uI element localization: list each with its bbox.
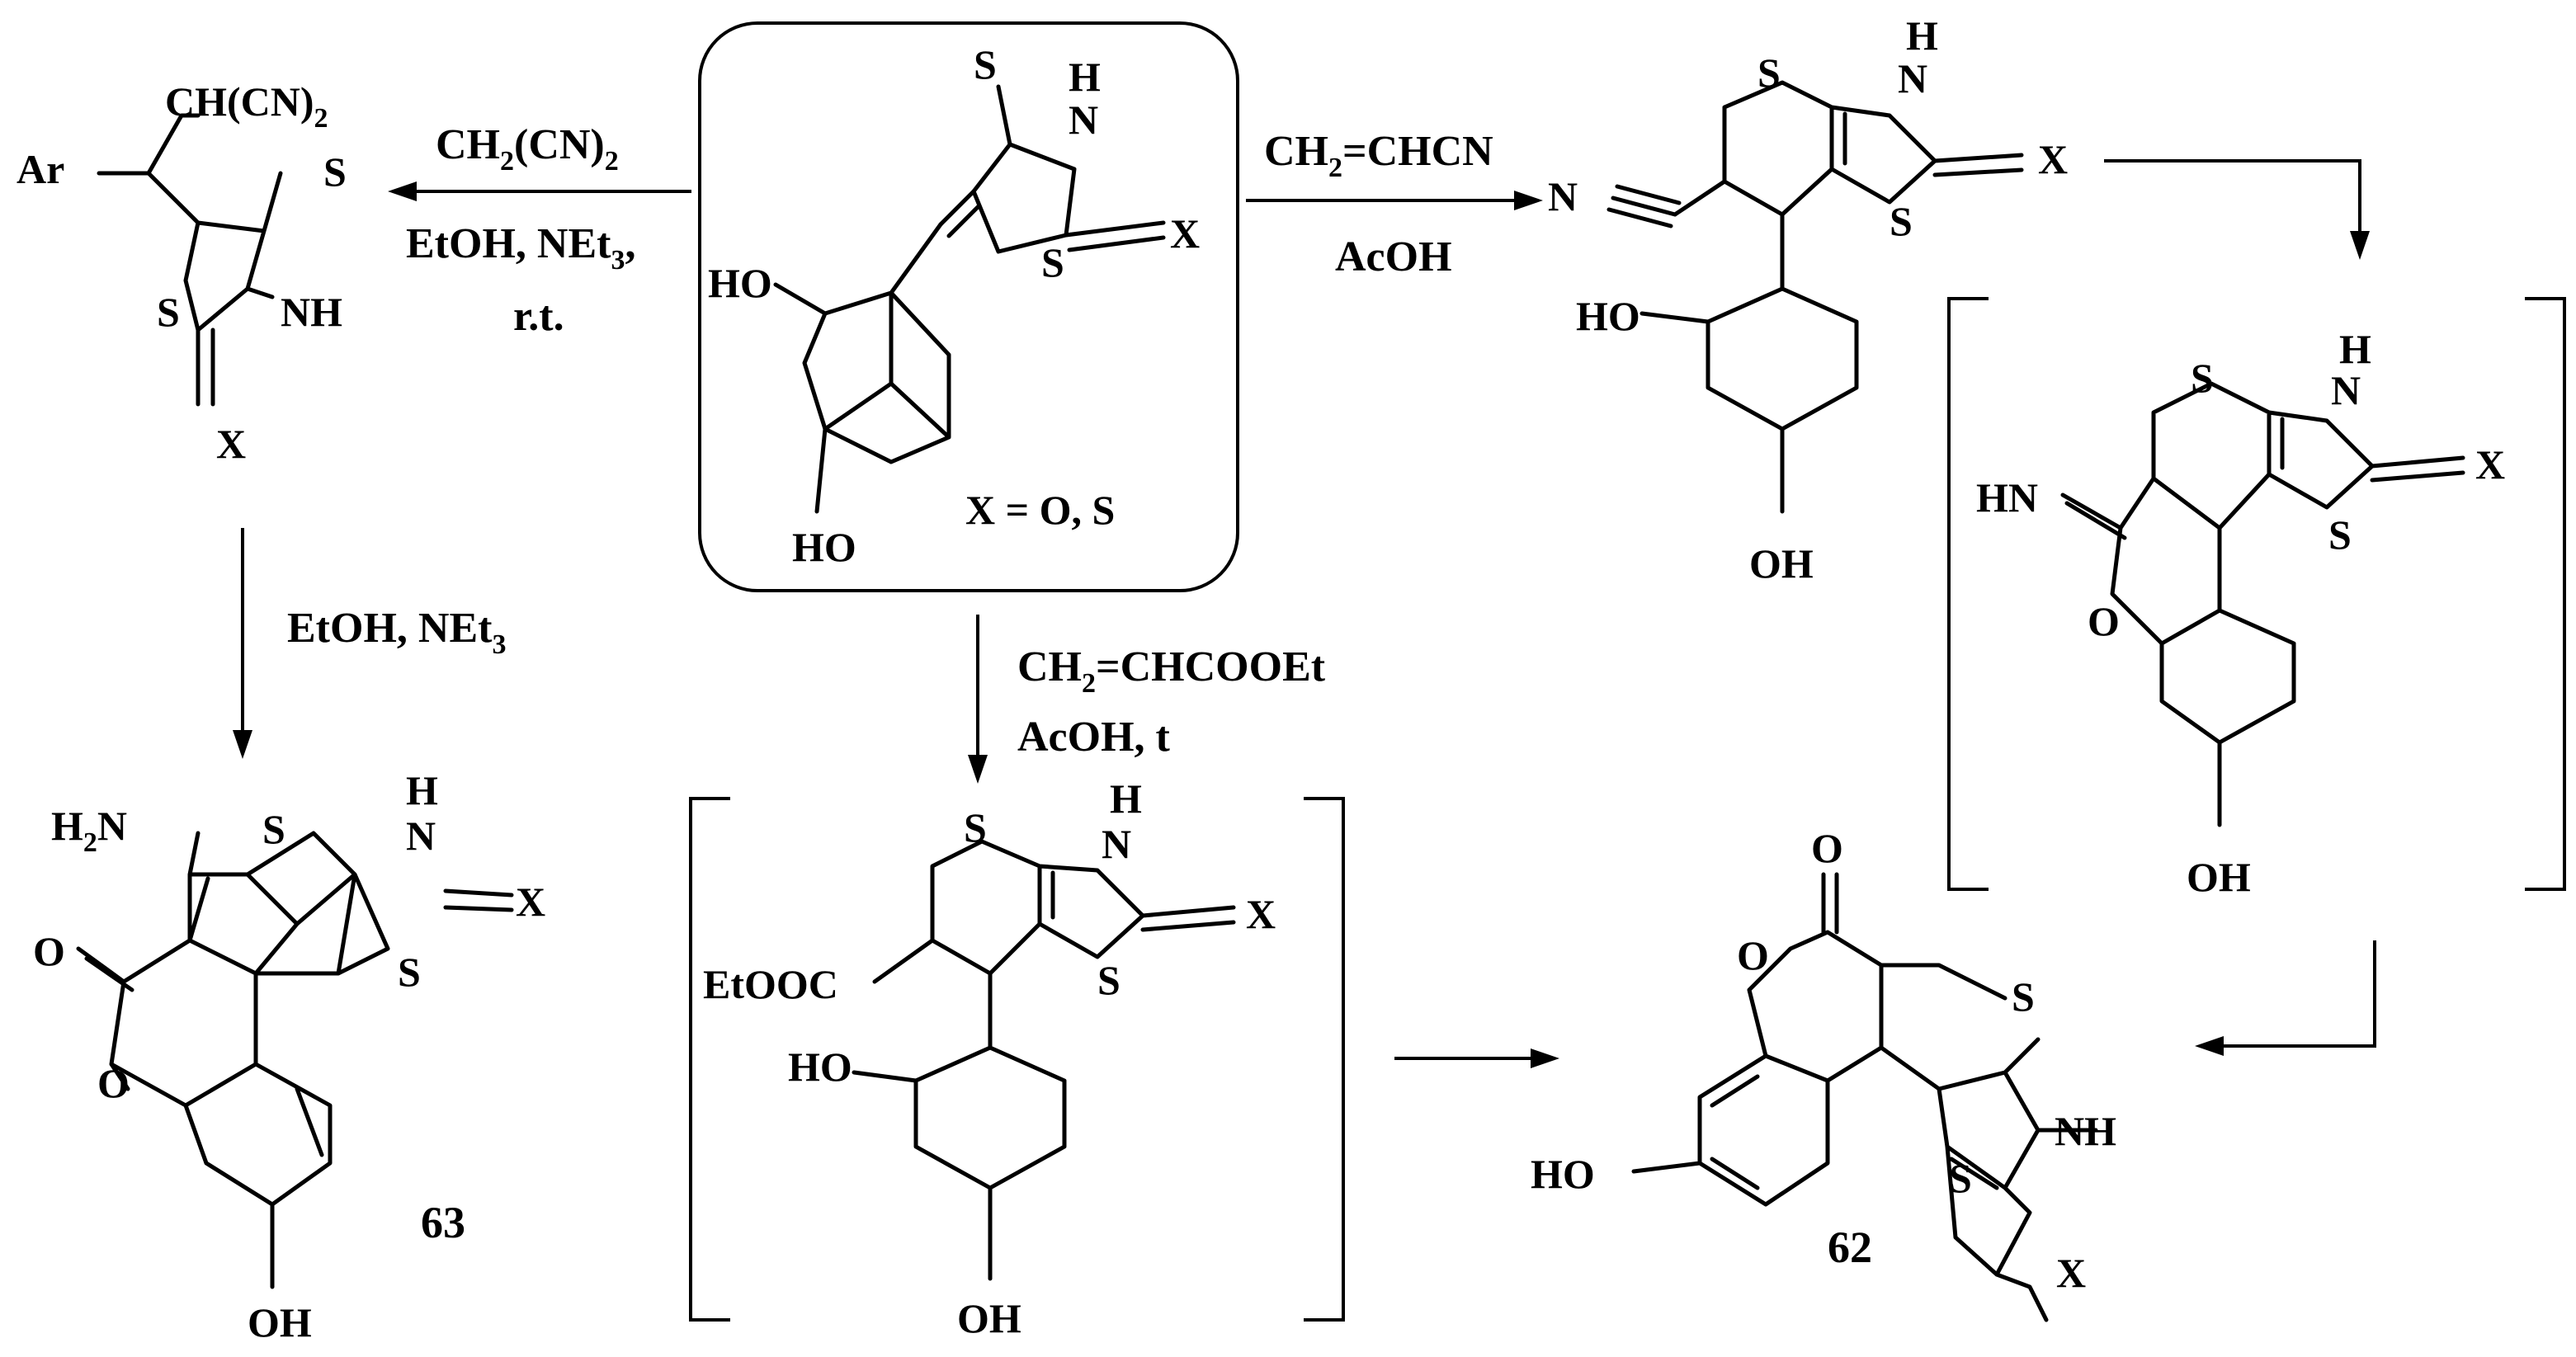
cpd62-o-ring: O — [1737, 932, 1769, 978]
compound-63-bonds — [76, 831, 514, 1289]
malononitrile-reagent: CH2(CN)2 — [436, 121, 619, 177]
ethyl-acrylate-reagent: CH2=CHCOOEt — [1017, 643, 1326, 699]
cpd63-s-top: S — [262, 806, 285, 852]
arrow-to-compound-62-from-ester — [1394, 1048, 1559, 1068]
arrow-to-imino — [2104, 159, 2370, 260]
resorcinol-ring-bonds — [802, 222, 951, 464]
x-label: X — [1170, 210, 1200, 257]
cpd62-ho: HO — [1531, 1151, 1595, 1197]
thioxo-s-label: S — [974, 41, 997, 87]
ester-bracket-right — [1304, 797, 1345, 1322]
cpd63-o-carbonyl: O — [33, 928, 65, 974]
cpd63-h: H — [406, 767, 438, 813]
c-x-double-bond — [1064, 220, 1166, 252]
adduct-ring-s: S — [157, 289, 180, 335]
arrow-to-compound-63: EtOH, NEt3 — [233, 528, 506, 759]
room-temperature-condition: r.t. — [513, 293, 564, 340]
exocyclic-double-bond — [938, 189, 981, 238]
compound-62: O O S NH S X HO 62 — [1531, 825, 2116, 1322]
ester-intermediate-bonds — [852, 839, 1236, 1281]
starting-material: S H N S X HO HO X = O, S — [698, 21, 1239, 592]
nitrile-adduct: N S H N X S HO OH — [1548, 12, 2068, 587]
acetic-acid-heat-condition: AcOH, t — [1017, 714, 1171, 761]
ring-s-label: S — [1041, 239, 1064, 285]
imino-bracket-left — [1947, 297, 1989, 891]
cpd62-nh: NH — [2055, 1108, 2116, 1154]
adduct-x: X — [216, 421, 246, 467]
arrow-to-ester: CH2=CHCOOEt AcOH, t — [968, 615, 1326, 784]
nh-h-label: H — [1069, 54, 1101, 100]
nitrile-ho: HO — [1576, 293, 1640, 339]
arrow-to-nitrile: CH2=CHCN AcOH — [1246, 128, 1543, 280]
ring-hydroxyls — [773, 282, 828, 514]
nitrile-s-ring: S — [1890, 198, 1913, 244]
nitrile-adduct-bonds — [1606, 80, 2024, 514]
ethanol-net3-condition-2: EtOH, NEt3 — [287, 605, 506, 660]
aryl-label: Ar — [17, 146, 64, 192]
ester-bracket-left — [689, 797, 730, 1322]
ester-s-ring: S — [1097, 957, 1121, 1003]
cpd62-s-top: S — [2012, 973, 2035, 1020]
nitrile-h: H — [1906, 12, 1938, 59]
compound-63-label: 63 — [421, 1198, 465, 1247]
ester-s-top: S — [964, 804, 987, 850]
ethanol-net3-condition: EtOH, NEt3, — [406, 220, 635, 276]
cpd63-x: X — [516, 879, 545, 925]
adduct-bonds — [97, 113, 283, 407]
ester-ho: HO — [788, 1044, 852, 1090]
etooc-label: EtOOC — [703, 961, 838, 1007]
thiazolidine-ring-bonds — [971, 84, 1077, 254]
imino-oh: OH — [2187, 854, 2251, 900]
adduct-nh: NH — [281, 289, 342, 335]
cpd63-o-ring: O — [97, 1060, 130, 1106]
imino-intermediate: S H N X S HN O OH — [1947, 297, 2566, 900]
ester-oh: OH — [957, 1295, 1021, 1341]
imino-s-top: S — [2191, 355, 2214, 401]
ester-x: X — [1246, 891, 1276, 937]
imino-hn: HN — [1976, 474, 2038, 521]
nitrile-x: X — [2038, 136, 2068, 182]
ho-bottom-label: HO — [792, 524, 856, 570]
ester-n: N — [1102, 821, 1131, 867]
cpd62-s-ring: S — [1949, 1155, 1972, 1201]
cpd63-oh: OH — [248, 1299, 312, 1345]
dicyanomethyl-label: CH(CN)2 — [165, 78, 328, 134]
adduct-thioxo-s: S — [323, 148, 347, 195]
imino-intermediate-bonds — [2060, 381, 2465, 827]
nitrile-s-top: S — [1757, 49, 1781, 96]
starting-material-frame — [698, 21, 1239, 592]
nitrile-nh-n: N — [1898, 55, 1927, 101]
compound-62-label: 62 — [1828, 1223, 1872, 1272]
cpd62-o-carbonyl: O — [1811, 825, 1843, 871]
imino-s-ring: S — [2328, 511, 2352, 558]
compound-63: H2N S H N X S O O OH 63 — [33, 767, 545, 1345]
acrylonitrile-reagent: CH2=CHCN — [1264, 128, 1493, 183]
ho-top-label: HO — [708, 260, 772, 306]
imino-x: X — [2475, 441, 2505, 488]
cpd63-s-ring: S — [398, 949, 421, 995]
imino-o-ring: O — [2088, 598, 2120, 644]
arrow-to-compound-62-from-imino — [2195, 940, 2376, 1056]
ester-h: H — [1110, 775, 1142, 822]
nitrile-n: N — [1548, 173, 1578, 219]
nitrile-oh: OH — [1749, 540, 1814, 587]
imino-h: H — [2339, 326, 2371, 372]
cpd63-n: N — [406, 813, 436, 859]
imino-n: N — [2331, 367, 2361, 413]
h2n-label: H2N — [51, 803, 127, 858]
ester-intermediate: S H N X S EtOOC HO OH — [689, 775, 1345, 1341]
x-values-label: X = O, S — [965, 487, 1115, 533]
michael-adduct: CH(CN)2 Ar S S NH X — [17, 78, 347, 467]
cpd62-x: X — [2056, 1250, 2086, 1296]
imino-bracket-right — [2525, 297, 2566, 891]
arrow-to-adduct: CH2(CN)2 EtOH, NEt3, r.t. — [388, 121, 691, 340]
acetic-acid-condition: AcOH — [1335, 233, 1452, 280]
compound-62-bonds — [1631, 872, 2098, 1322]
nh-n-label: N — [1069, 97, 1098, 143]
